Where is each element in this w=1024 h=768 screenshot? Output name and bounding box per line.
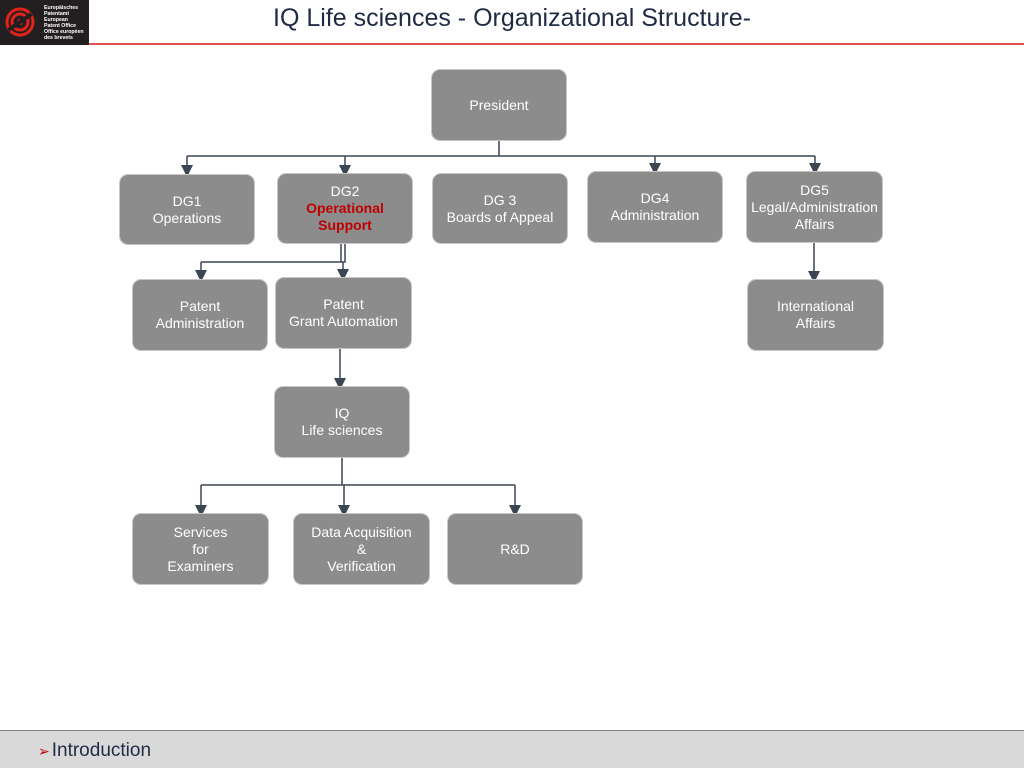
logo-text: Europäisches Patentamt European Patent O… bbox=[44, 4, 84, 41]
epo-logo-icon bbox=[5, 7, 35, 37]
connector-dg2-bus bbox=[201, 244, 346, 263]
arrow-right-icon: ➢ bbox=[38, 742, 50, 759]
connector-iq-bus bbox=[201, 457, 515, 486]
epo-logo: Europäisches Patentamt European Patent O… bbox=[0, 0, 89, 45]
connector-lines bbox=[181, 140, 821, 517]
node-data-acquisition: Data Acquisition&Verification bbox=[293, 513, 430, 585]
dg2-highlight-line2: Support bbox=[318, 217, 372, 233]
node-president: President bbox=[431, 69, 567, 141]
title-divider bbox=[89, 43, 1024, 45]
dg2-highlight-line1: Operational bbox=[306, 200, 384, 216]
footer-nav-introduction[interactable]: ➢ Introduction bbox=[38, 740, 152, 761]
node-rnd: R&D bbox=[447, 513, 583, 585]
node-dg2: DG2 Operational Support bbox=[277, 173, 413, 244]
page-title: IQ Life sciences - Organizational Struct… bbox=[273, 4, 751, 32]
footer-bar: ➢ Introduction bbox=[0, 730, 1024, 768]
connector-president-bus bbox=[187, 140, 815, 157]
